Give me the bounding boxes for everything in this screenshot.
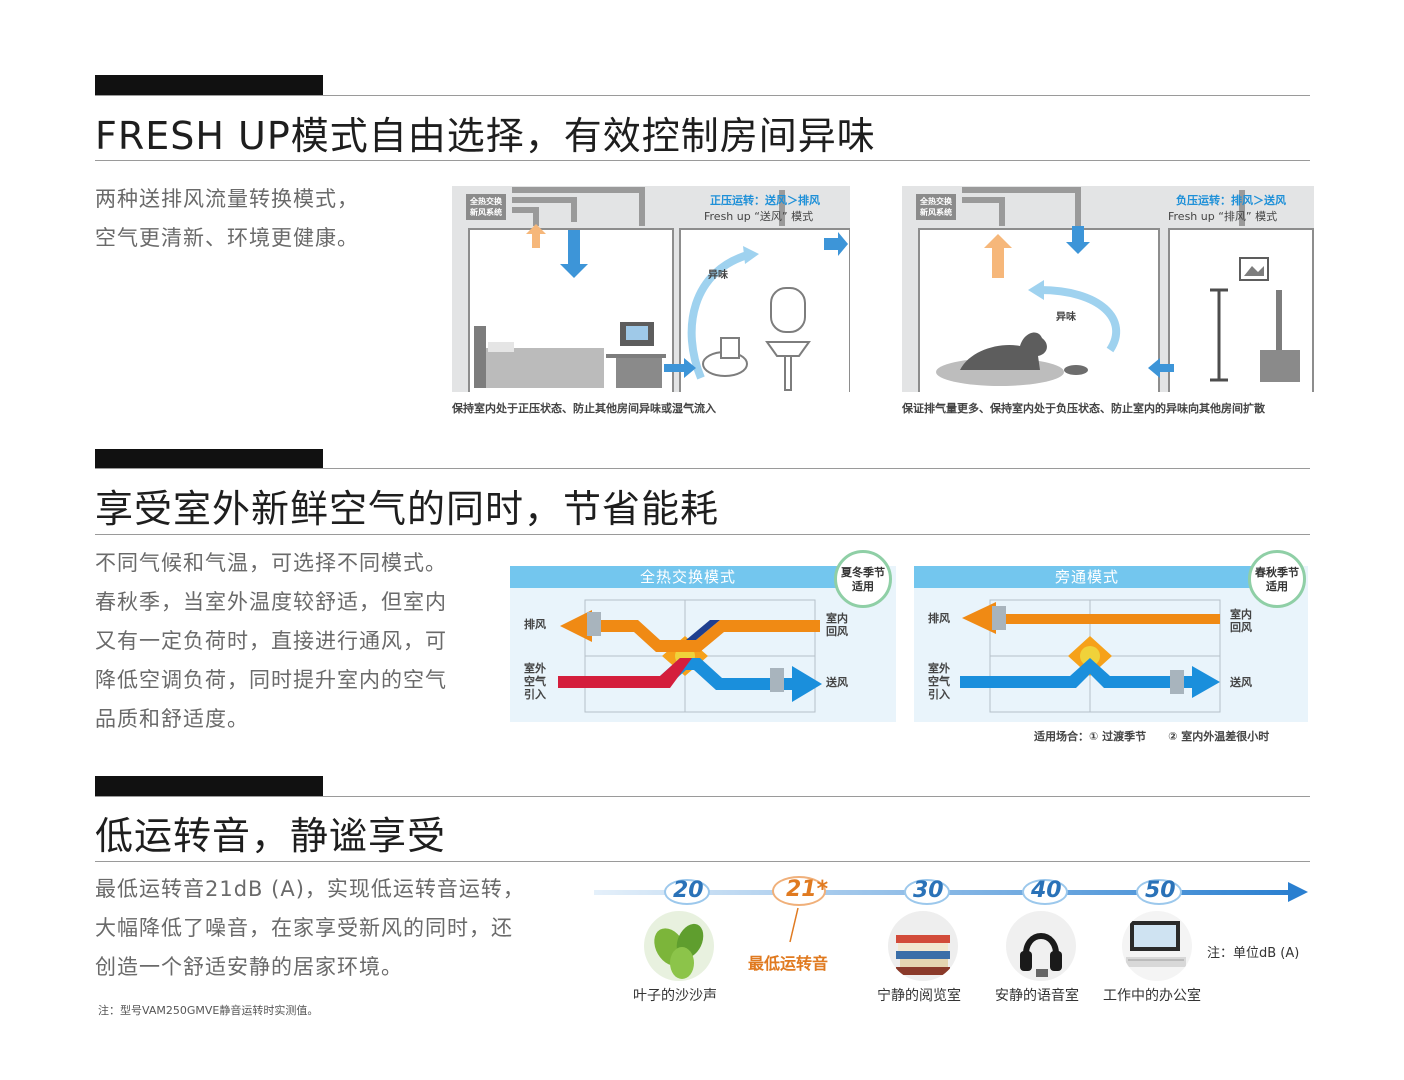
reading-room-photo [888, 911, 958, 981]
bedroom-room [468, 228, 674, 392]
positive-title: 正压运转：送风＞排风 [710, 194, 820, 207]
negative-airflow-arrows [984, 226, 1174, 378]
scale-marker-40 [1022, 879, 1068, 905]
supply-label: 送风 [826, 676, 848, 689]
unit-note: 注：单位dB (A) [1207, 946, 1300, 961]
scale-value-30: 30 [913, 878, 944, 903]
section1-text: 两种送排风流量转换模式， 空气更清新、环境更健康。 [95, 180, 359, 258]
supply-label: 送风 [1230, 676, 1252, 689]
scale-marker-21 [772, 876, 826, 906]
leaf-photo [644, 911, 714, 981]
system-tag: 全热交换 新风系统 [466, 194, 506, 220]
lowest-pointer-line [789, 907, 799, 943]
leaf-label: 叶子的沙沙声 [633, 988, 717, 1004]
office-photo [1122, 911, 1192, 981]
bypass-flow [960, 599, 1221, 713]
scale-marker-50 [1136, 879, 1182, 905]
side-room-content [1210, 257, 1300, 382]
section3-bottom-line [95, 861, 1310, 862]
section1-bar [95, 75, 323, 95]
positive-subtitle: Fresh up “送风” 模式 [704, 210, 814, 223]
office-label: 工作中的办公室 [1103, 988, 1201, 1004]
scale-value-20: 20 [673, 878, 704, 903]
exhaust-label: 排风 [928, 612, 950, 625]
intake-label: 室外 空气 引入 [928, 662, 950, 701]
heat-exchange-header: 全热交换模式 [510, 566, 866, 588]
section1-title: FRESH UP模式自由选择，有效控制房间异味 [95, 114, 876, 158]
intake-label: 室外 空气 引入 [524, 662, 546, 701]
section3-title: 低运转音，静谧享受 [95, 814, 447, 858]
positive-caption: 保持室内处于正压状态、防止其他房间异味或湿气流入 [452, 402, 716, 415]
positive-airflow-arrows [526, 224, 848, 378]
positive-pressure-ducts [512, 187, 785, 226]
odor-label: 异味 [708, 270, 728, 281]
lowest-noise-label: 最低运转音 [748, 954, 829, 973]
section1-line-1: 两种送排风流量转换模式， [95, 187, 359, 211]
footnote: 注：型号VAM250GMVE静音运转时实测值。 [98, 1004, 319, 1017]
positive-pressure-panel: 全热交换 新风系统 正压运转：送风＞排风 Fresh up “送风” 模式 [452, 186, 850, 392]
negative-subtitle: Fresh up “排风” 模式 [1168, 210, 1278, 223]
negative-title: 负压运转：排风＞送风 [1176, 194, 1286, 207]
language-lab-photo [1006, 911, 1076, 981]
section3-text: 最低运转音21dB (A)，实现低运转音运转， 大幅降低了噪音，在家享受新风的同… [95, 870, 525, 987]
section2-line-2: 春秋季，当室外温度较舒适，但室内 [95, 590, 447, 614]
section2-bottom-line [95, 534, 1310, 535]
scale-marker-30 [904, 879, 950, 905]
bathroom-fixtures [687, 246, 811, 391]
return-label: 室内 回风 [1230, 608, 1252, 634]
exhaust-label: 排风 [524, 618, 546, 631]
section2-top-line [95, 468, 1310, 469]
bathroom-room [679, 228, 850, 392]
section3-line-3: 创造一个舒适安静的居家环境。 [95, 955, 403, 979]
section2-line-3: 又有一定负荷时，直接进行通风，可 [95, 629, 447, 653]
reading-room-label: 宁静的阅览室 [877, 988, 961, 1004]
negative-pressure-panel: 全热交换 新风系统 负压运转：排风＞送风 Fresh up “排风” 模式 异味 [902, 186, 1314, 392]
section1-top-line [95, 95, 1310, 96]
section2-line-1: 不同气候和气温，可选择不同模式。 [95, 551, 447, 575]
scale-marker-20 [664, 879, 710, 905]
section3-line-2: 大幅降低了噪音，在家享受新风的同时，还 [95, 916, 513, 940]
odor-label: 异味 [1056, 312, 1076, 323]
section1-bottom-line [95, 160, 1310, 161]
system-tag: 全热交换 新风系统 [916, 194, 956, 220]
section2-line-5: 品质和舒适度。 [95, 707, 249, 731]
scale-value-50: 50 [1145, 878, 1176, 903]
bypass-header: 旁通模式 [914, 566, 1260, 588]
heat-exchange-mode-diagram: 全热交换模式 夏冬季节 适用 排风 室内 回风 室外 空气 引入 送风 [510, 550, 896, 722]
section1-line-2: 空气更清新、环境更健康。 [95, 226, 359, 250]
scale-value-40: 40 [1031, 878, 1062, 903]
language-lab-label: 安静的语音室 [995, 988, 1079, 1004]
section2-text: 不同气候和气温，可选择不同模式。 春秋季，当室外温度较舒适，但室内 又有一定负荷… [95, 544, 447, 739]
bypass-mode-diagram: 旁通模式 春秋季节 适用 排风 室内 回风 室外 空气 引入 送风 [914, 550, 1308, 722]
section2-title: 享受室外新鲜空气的同时，节省能耗 [95, 487, 720, 531]
applicable-note: 适用场合：① 过渡季节 ② 室内外温差很小时 [1034, 730, 1270, 743]
negative-caption: 保证排气量更多、保持室内处于负压状态、防止室内的异味向其他房间扩散 [902, 402, 1265, 415]
living-room-content [936, 280, 1120, 386]
heat-exchange-flow [558, 599, 822, 713]
section2-line-4: 降低空调负荷，同时提升室内的空气 [95, 668, 447, 692]
section3-line-1: 最低运转音21dB (A)，实现低运转音运转， [95, 877, 525, 901]
bedroom-furniture [474, 322, 666, 388]
return-label: 室内 回风 [826, 612, 848, 638]
living-room [918, 228, 1160, 392]
section3-bar [95, 776, 323, 796]
summer-winter-badge: 夏冬季节 适用 [834, 550, 892, 608]
scale-value-21: 21* [786, 877, 829, 902]
side-room [1168, 228, 1314, 392]
section2-bar [95, 449, 323, 469]
spring-autumn-badge: 春秋季节 适用 [1248, 550, 1306, 608]
section3-top-line [95, 796, 1310, 797]
negative-pressure-ducts [962, 187, 1245, 226]
